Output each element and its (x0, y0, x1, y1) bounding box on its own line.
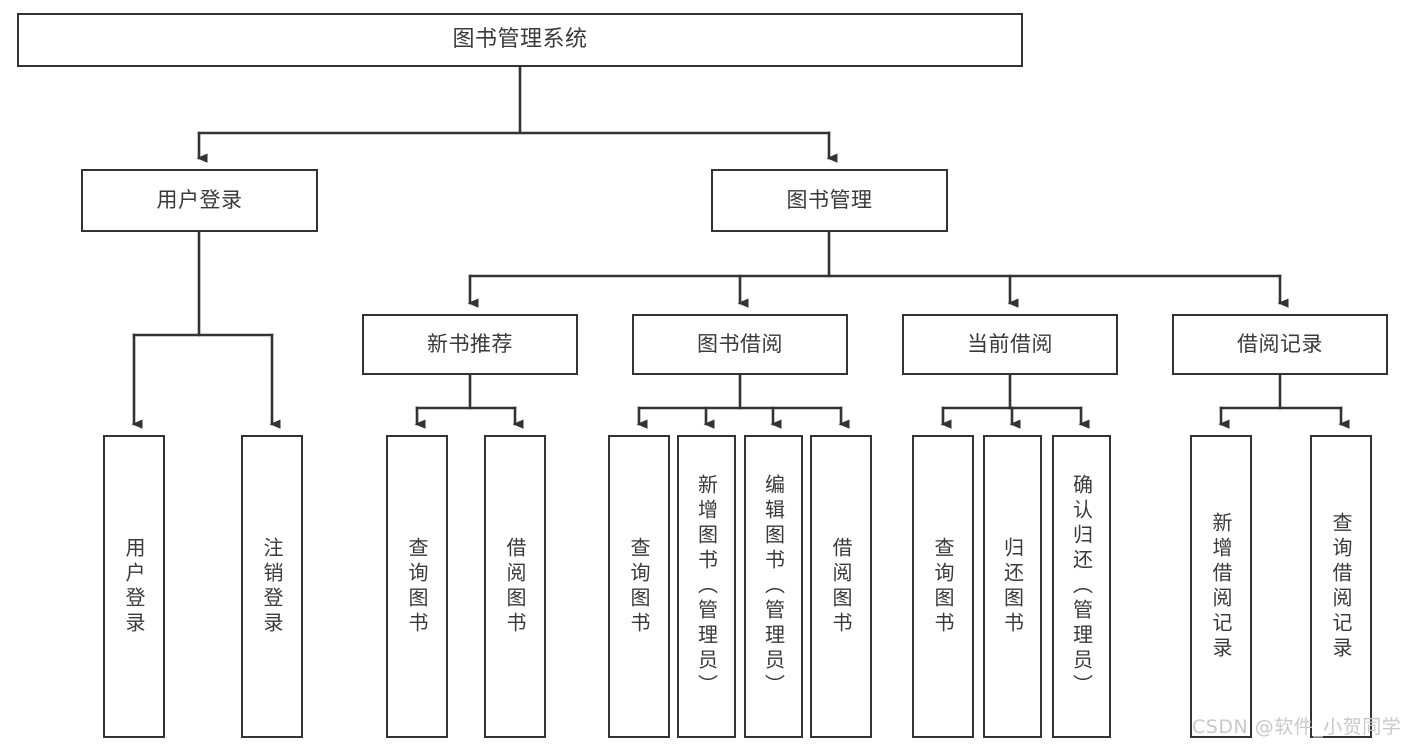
leaf-confirm-return-label: 确认归还（管理员） (1069, 474, 1094, 699)
node-new-book-rec[interactable]: 新书推荐 (362, 314, 578, 375)
node-user-login-label: 用户登录 (156, 188, 243, 213)
leaf-user-login[interactable]: 用户登录 (103, 435, 165, 738)
node-current-borrow[interactable]: 当前借阅 (902, 314, 1118, 375)
leaf-return-book[interactable]: 归还图书 (983, 435, 1042, 738)
leaf-confirm-return[interactable]: 确认归还（管理员） (1052, 435, 1111, 738)
leaf-query-book-3-label: 查询图书 (931, 536, 955, 637)
leaf-add-record[interactable]: 新增借阅记录 (1190, 435, 1252, 738)
node-book-manage-label: 图书管理 (786, 188, 873, 213)
leaf-query-book-2[interactable]: 查询图书 (608, 435, 670, 738)
node-borrow-record-label: 借阅记录 (1237, 332, 1323, 357)
node-borrow-record[interactable]: 借阅记录 (1172, 314, 1388, 375)
leaf-borrow-book-2[interactable]: 借阅图书 (810, 435, 872, 738)
leaf-edit-book[interactable]: 编辑图书（管理员） (744, 435, 803, 738)
leaf-query-record[interactable]: 查询借阅记录 (1310, 435, 1372, 738)
leaf-logout-label: 注销登录 (260, 536, 284, 637)
leaf-add-record-label: 新增借阅记录 (1209, 511, 1233, 662)
node-book-manage[interactable]: 图书管理 (711, 169, 948, 232)
leaf-query-book-2-label: 查询图书 (627, 536, 651, 637)
leaf-edit-book-label: 编辑图书（管理员） (761, 474, 786, 699)
leaf-query-record-label: 查询借阅记录 (1329, 511, 1353, 662)
leaf-borrow-book-1[interactable]: 借阅图书 (484, 435, 546, 738)
leaf-query-book-1-label: 查询图书 (405, 536, 429, 637)
node-book-borrow-label: 图书借阅 (697, 332, 783, 357)
node-book-borrow[interactable]: 图书借阅 (632, 314, 848, 375)
node-user-login[interactable]: 用户登录 (81, 169, 318, 232)
leaf-borrow-book-1-label: 借阅图书 (503, 536, 527, 637)
leaf-borrow-book-2-label: 借阅图书 (829, 536, 853, 637)
watermark: CSDN @软件_小贺同学 (1192, 716, 1402, 738)
leaf-user-login-label: 用户登录 (122, 536, 146, 637)
node-current-borrow-label: 当前借阅 (967, 332, 1053, 357)
leaf-return-book-label: 归还图书 (1000, 536, 1025, 637)
leaf-add-book[interactable]: 新增图书（管理员） (677, 435, 736, 738)
leaf-add-book-label: 新增图书（管理员） (694, 474, 719, 699)
leaf-query-book-3[interactable]: 查询图书 (912, 435, 974, 738)
node-root[interactable]: 图书管理系统 (17, 13, 1023, 67)
node-new-book-rec-label: 新书推荐 (427, 332, 513, 357)
node-root-label: 图书管理系统 (452, 27, 588, 53)
leaf-query-book-1[interactable]: 查询图书 (386, 435, 448, 738)
leaf-logout[interactable]: 注销登录 (241, 435, 303, 738)
